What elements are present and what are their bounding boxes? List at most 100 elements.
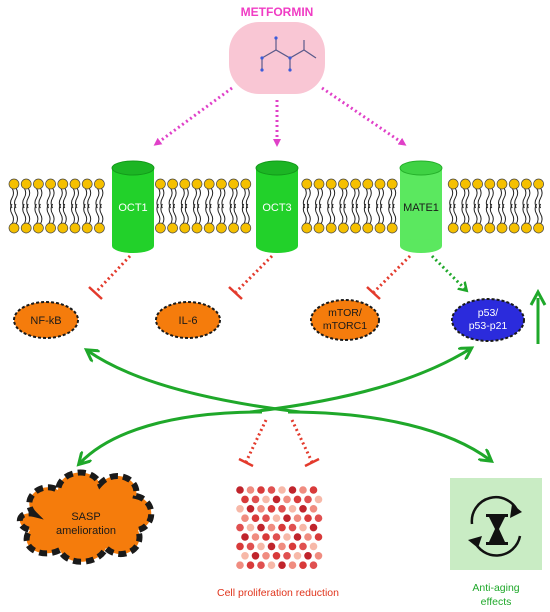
cell-dot: [241, 552, 249, 560]
lipid-head: [167, 222, 178, 234]
lipid-head: [301, 178, 313, 190]
lipid-head: [8, 222, 20, 234]
lipid-tail: [376, 203, 384, 225]
lipid-tail: [449, 187, 458, 209]
cell-dot: [246, 486, 255, 494]
cell-dot: [241, 533, 249, 541]
lipid-head: [496, 178, 508, 190]
lipid-tail: [302, 203, 311, 225]
cell-dot: [267, 486, 276, 494]
lipid-tail: [241, 203, 250, 225]
drug-structure-box: [229, 22, 325, 94]
cell-dot: [293, 533, 302, 541]
cell-dot: [278, 486, 286, 494]
arrow-to-mate1: [321, 86, 407, 146]
cell-dot: [288, 561, 297, 569]
cell-dot: [283, 533, 291, 541]
lipid-head: [496, 222, 508, 234]
transporter-effect-arrows: [88, 254, 466, 300]
lipid-tail: [473, 187, 482, 209]
lipid-head: [447, 178, 459, 190]
lipid-tail: [363, 203, 372, 225]
lipid-tail: [461, 203, 470, 225]
proliferation-inhibition-arrows: [238, 419, 320, 468]
cell-dot: [257, 542, 265, 551]
lipid-head: [325, 178, 337, 190]
cell-dot: [278, 523, 286, 532]
lipid-head: [20, 178, 32, 190]
lipid-head: [460, 222, 471, 234]
upregulation-arrow-icon: [529, 288, 547, 344]
target-p53: p53/ p53-p21: [451, 298, 525, 342]
arrow-cross-to-nfkb: [88, 351, 301, 414]
lipid-head: [362, 178, 374, 190]
lipid-tail: [217, 203, 226, 225]
lipid-head: [203, 222, 215, 234]
lipid-head: [362, 222, 374, 234]
lipid-tail: [168, 203, 177, 225]
lipid-tail: [22, 203, 31, 225]
lipid-head: [472, 222, 483, 234]
lipid-tail: [229, 203, 238, 225]
transporter-oct3: OCT3: [255, 160, 299, 253]
lipid-head: [191, 222, 203, 234]
lipid-tail: [449, 203, 458, 225]
target-il6: IL-6: [155, 301, 221, 339]
lipid-head: [33, 178, 44, 190]
lipid-tail: [58, 187, 67, 209]
lipid-head: [94, 178, 105, 190]
lipid-tail: [34, 187, 43, 209]
hourglass-cycle-icon: [468, 495, 522, 557]
cell-dot: [314, 514, 323, 522]
lipid-tail: [168, 187, 177, 209]
lipid-head: [94, 222, 105, 234]
cell-dot: [251, 514, 260, 522]
mtor-label-line1: mTOR/: [328, 307, 362, 319]
cell-dot: [236, 505, 244, 513]
lipid-head: [57, 222, 69, 234]
lipid-tail: [534, 203, 543, 225]
sasp-label-line2: amelioration: [56, 525, 116, 537]
lipid-head: [191, 178, 203, 190]
cell-dot: [304, 533, 312, 541]
lipid-head: [533, 222, 544, 234]
lipid-tail: [10, 187, 18, 209]
lipid-tail: [193, 203, 201, 225]
lipid-tail: [473, 203, 482, 225]
cell-dot: [304, 552, 312, 560]
lipid-tail: [510, 203, 519, 225]
lipid-head: [313, 222, 325, 234]
cell-dot: [278, 505, 286, 513]
cell-dot: [272, 552, 281, 560]
cell-dot: [236, 523, 244, 532]
lipid-head: [20, 222, 32, 234]
cell-dot: [262, 533, 270, 541]
oct3-inhibits-il6: [234, 254, 274, 294]
arrow-to-oct1: [153, 86, 233, 146]
lipid-tail: [339, 187, 348, 209]
cell-dot: [257, 561, 265, 569]
mate1-label: MATE1: [403, 202, 439, 214]
lipid-head: [350, 178, 361, 190]
cell-dot: [267, 505, 276, 513]
lipid-tail: [180, 187, 189, 209]
lipid-head: [216, 222, 227, 234]
lipid-head: [374, 222, 386, 234]
lipid-head: [57, 178, 69, 190]
cell-dot: [262, 495, 270, 504]
p53-label-line2: p53-p21: [469, 320, 508, 332]
cell-dot: [309, 486, 318, 494]
lipid-head: [338, 222, 349, 234]
anti-aging-label-line2: effects: [481, 596, 512, 608]
lipid-tail: [315, 203, 323, 225]
lipid-head: [155, 222, 166, 234]
lipid-head: [447, 222, 459, 234]
lipid-head: [313, 178, 325, 190]
lipid-head: [179, 178, 191, 190]
lipid-tail: [522, 187, 531, 209]
cell-dot: [257, 523, 265, 532]
cell-dot: [293, 514, 302, 522]
lipid-tail: [217, 187, 226, 209]
lipid-tail: [95, 203, 104, 225]
cell-dot: [314, 495, 323, 504]
